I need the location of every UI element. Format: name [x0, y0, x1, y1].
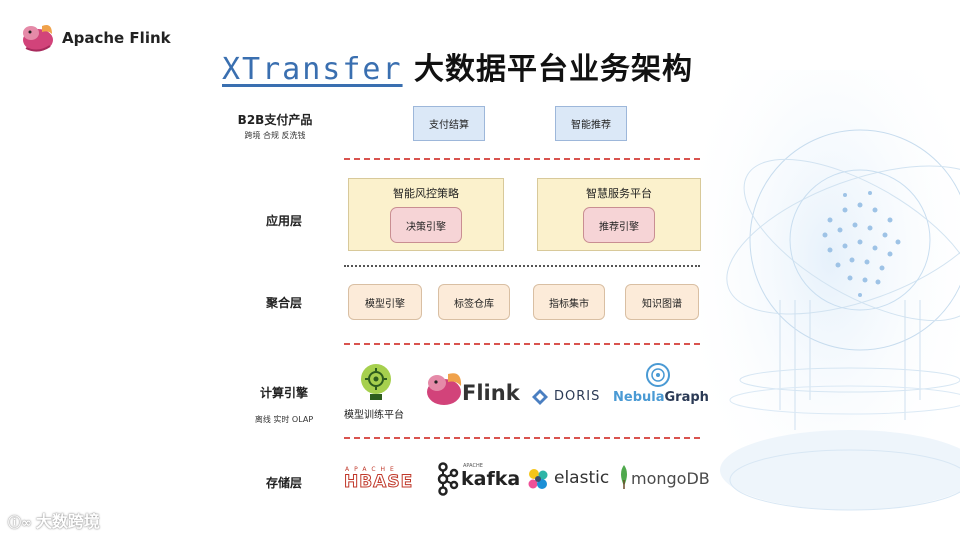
nebula-graph-icon [646, 363, 670, 387]
doris-wordmark: DORIS [554, 389, 601, 404]
flink-squirrel-logo [23, 25, 53, 52]
application-engine-decision: 决策引擎 [390, 207, 462, 243]
application-group-service: 智慧服务平台 推荐引擎 [537, 178, 701, 251]
layer-label-application: 应用层 [265, 214, 302, 228]
nebula-wordmark-part: Nebula [613, 390, 665, 405]
watermark-label: 大数跨境 [35, 512, 100, 531]
hbase-apache-text: APACHE [345, 466, 399, 473]
watermark-text: ⓘ∞大数跨境 [8, 508, 100, 532]
elastic-icon [528, 469, 548, 489]
kafka-icon [437, 462, 459, 496]
layer-label-storage: 存储层 [265, 476, 302, 490]
graph-wordmark-part: Graph [664, 390, 709, 405]
kafka-apache-text: APACHE [463, 463, 483, 469]
layer-label-b2b: B2B支付产品 [237, 113, 313, 127]
layer-sub-compute: 离线 实时 OLAP [254, 415, 314, 424]
brand-name: Apache Flink [62, 29, 171, 47]
application-engine-recommend: 推荐引擎 [583, 207, 655, 243]
page-title: XTransfer 大数据平台业务架构 [222, 44, 693, 88]
b2b-product-payment: 支付结算 [413, 106, 485, 141]
kafka-wordmark: kafka [461, 468, 521, 490]
layer-sub-b2b: 跨境 合规 反洗钱 [244, 131, 306, 140]
layer-divider [344, 158, 700, 160]
aggregation-item-model: 模型引擎 [348, 284, 422, 320]
decorative-sphere-graphic [700, 70, 960, 540]
elastic-wordmark: elastic [554, 468, 610, 488]
flink-wordmark: Flink [462, 381, 520, 405]
layer-divider [344, 343, 700, 345]
flink-squirrel-icon [427, 373, 462, 405]
mongodb-leaf-icon [621, 465, 627, 489]
model-training-platform-label: 模型训练平台 [344, 410, 404, 421]
layer-divider [344, 437, 700, 439]
nebula-graph-wordmark: NebulaGraph [613, 390, 709, 405]
mongodb-wordmark: mongoDB [631, 469, 710, 488]
aggregation-item-knowledge: 知识图谱 [625, 284, 699, 320]
layer-label-aggregation: 聚合层 [265, 296, 302, 310]
aggregation-item-tags: 标签仓库 [438, 284, 510, 320]
application-group-risk: 智能风控策略 决策引擎 [348, 178, 504, 251]
application-group-title: 智能风控策略 [393, 187, 459, 200]
aggregation-item-metrics: 指标集市 [533, 284, 605, 320]
doris-icon [532, 389, 548, 405]
title-rest: 大数据平台业务架构 [402, 52, 694, 87]
layer-divider [344, 265, 700, 267]
b2b-product-recommend: 智能推荐 [555, 106, 627, 141]
watermark-logo-icon: ⓘ∞ [8, 516, 32, 531]
title-highlight: XTransfer [222, 52, 403, 87]
layer-label-compute: 计算引擎 [259, 386, 308, 400]
hbase-wordmark: HBASE [343, 472, 414, 493]
model-training-gear-icon [361, 364, 391, 400]
application-group-title: 智慧服务平台 [586, 187, 652, 200]
